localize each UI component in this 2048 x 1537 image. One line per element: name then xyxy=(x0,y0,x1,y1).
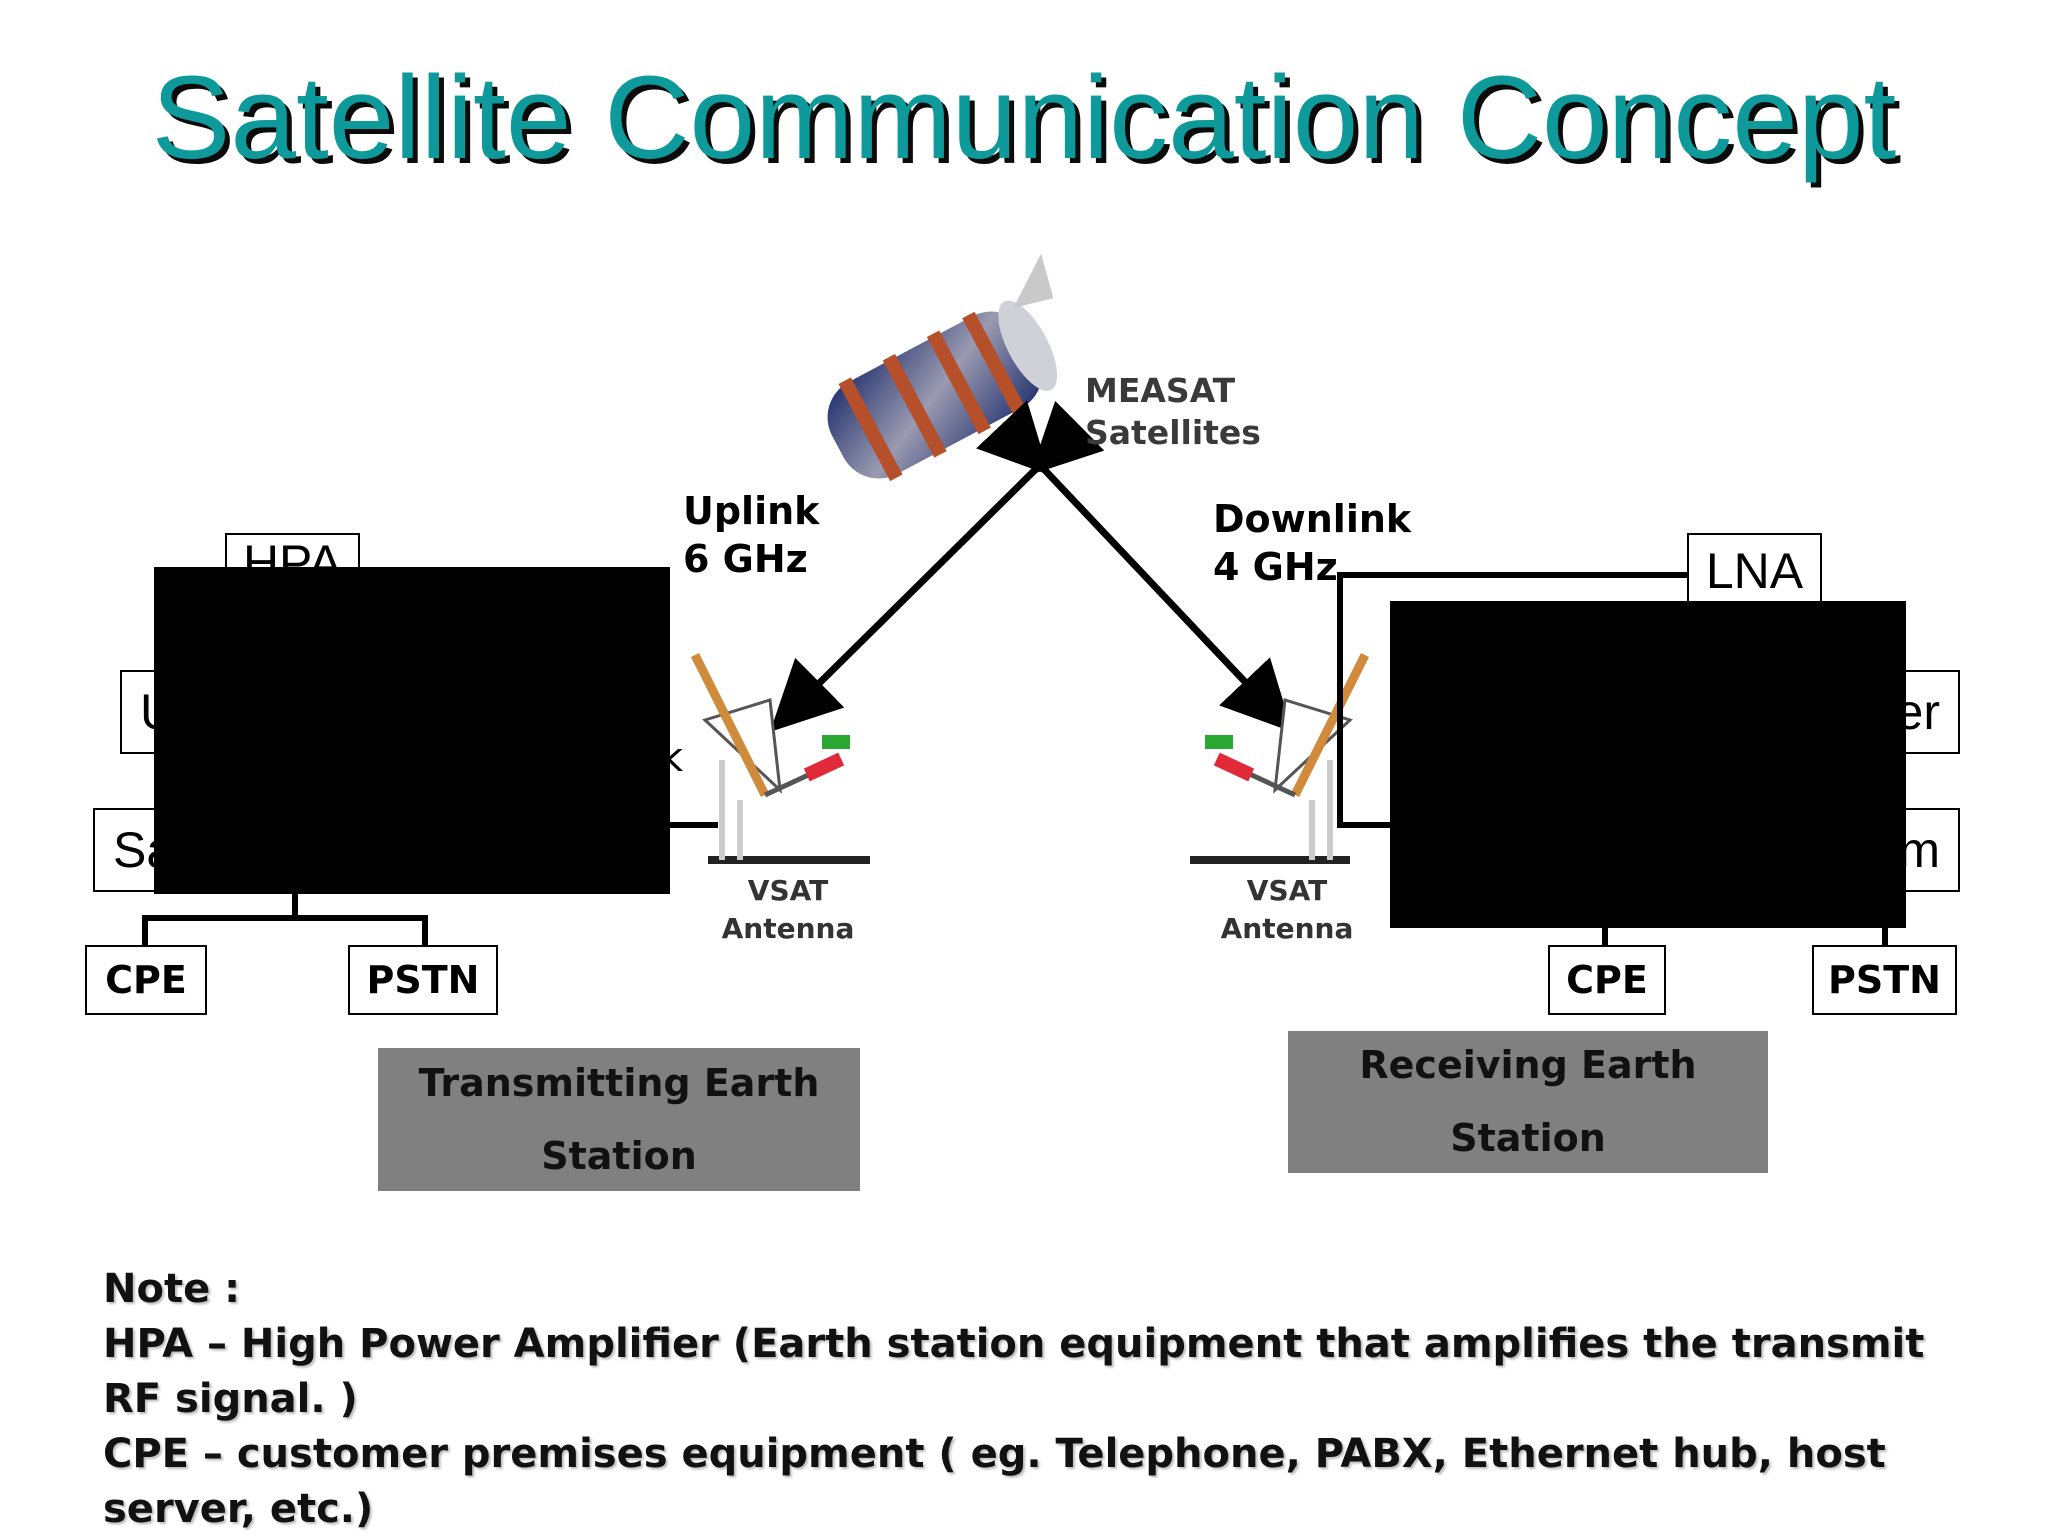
left-antenna-icon xyxy=(690,652,870,864)
left-antenna-label: VSAT Antenna xyxy=(703,872,873,948)
page-title: Satellite Communication Concept xyxy=(151,52,1897,184)
satellite-label-line1: MEASAT xyxy=(1085,371,1236,410)
note-cpe: CPE – customer premises equipment ( eg. … xyxy=(103,1431,1886,1532)
note-hpa: HPA – High Power Amplifier (Earth statio… xyxy=(103,1321,1925,1422)
downlink-arrow xyxy=(976,400,1293,733)
receiving-station-label: Receiving Earth Station xyxy=(1359,1043,1697,1160)
transmitting-station-caption: Transmitting Earth Station xyxy=(378,1048,860,1191)
lna-box: LNA xyxy=(1687,533,1822,608)
right-antenna-label-line1: VSAT xyxy=(1246,874,1328,907)
left-antenna-label-line1: VSAT xyxy=(747,874,829,907)
right-pstn-label: PSTN xyxy=(1828,958,1941,1002)
right-connectors xyxy=(1337,572,1888,948)
downlink-label: Downlink 4 GHz xyxy=(1213,495,1411,591)
left-connectors xyxy=(142,822,718,948)
right-antenna-icon xyxy=(1190,652,1370,864)
satellite-label-line2: Satellites xyxy=(1085,413,1261,452)
notes-heading: Note : xyxy=(103,1266,241,1312)
left-antenna-label-line2: Antenna xyxy=(721,912,855,945)
receiving-station-caption: Receiving Earth Station xyxy=(1288,1031,1768,1173)
downlink-label-line1: Downlink xyxy=(1213,497,1412,541)
left-cpe-label: CPE xyxy=(105,958,187,1002)
left-pstn-box: PSTN xyxy=(348,945,498,1015)
right-cpe-label: CPE xyxy=(1566,958,1648,1002)
downlink-frequency: 4 GHz xyxy=(1213,545,1338,589)
lna-label: LNA xyxy=(1705,542,1804,599)
left-pstn-label: PSTN xyxy=(366,958,480,1002)
uplink-label-line1: Uplink xyxy=(683,489,820,533)
uplink-label: Uplink 6 GHz xyxy=(683,487,819,583)
uplink-frequency: 6 GHz xyxy=(683,537,808,581)
right-cpe-box: CPE xyxy=(1548,945,1666,1015)
transmitting-station-label: Transmitting Earth Station xyxy=(418,1060,820,1178)
right-antenna-label: VSAT Antenna xyxy=(1202,872,1372,948)
left-redaction-block xyxy=(154,567,670,894)
right-pstn-box: PSTN xyxy=(1812,945,1957,1015)
satellite-label: MEASAT Satellites xyxy=(1085,370,1261,454)
satellite-icon xyxy=(827,253,1058,482)
left-cpe-box: CPE xyxy=(85,945,207,1015)
right-redaction-block xyxy=(1390,601,1906,928)
right-antenna-label-line2: Antenna xyxy=(1220,912,1354,945)
notes-section: Note : HPA – High Power Amplifier (Earth… xyxy=(103,1262,1983,1537)
